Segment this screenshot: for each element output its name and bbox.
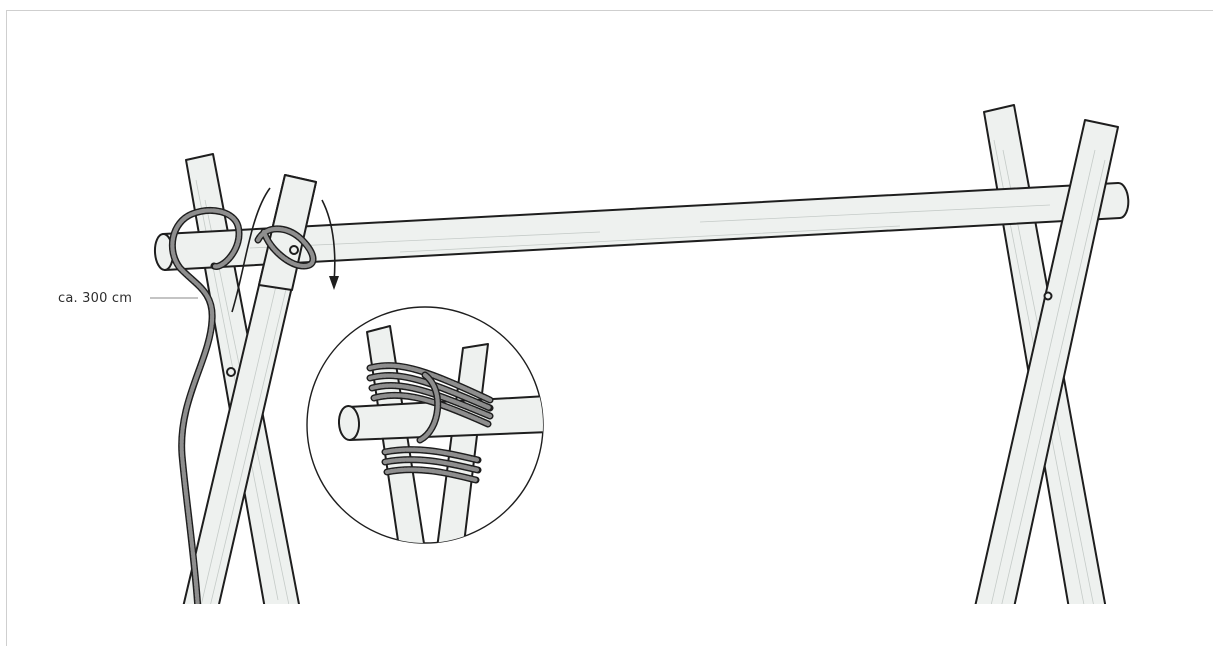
ridge-pole xyxy=(153,182,1130,271)
lashing-wraps xyxy=(366,362,494,484)
motion-arc xyxy=(231,187,271,313)
detail-inset xyxy=(306,306,544,544)
right-front-leg xyxy=(974,119,1119,604)
screw-icon xyxy=(289,245,299,255)
page-frame xyxy=(6,10,1213,646)
motion-arc xyxy=(321,199,336,283)
direction-arrow-icon xyxy=(329,276,339,290)
rope-length-label: ca. 300 cm xyxy=(58,291,133,306)
rope xyxy=(168,207,317,604)
screw-icon xyxy=(226,367,236,377)
